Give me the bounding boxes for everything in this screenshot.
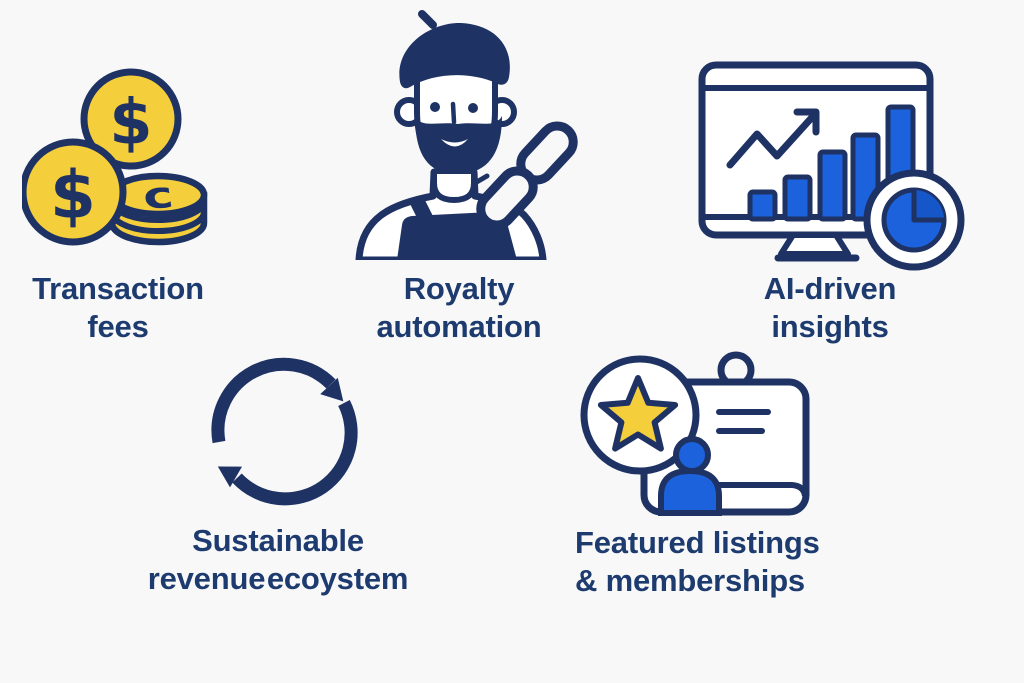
- star-icon: [597, 375, 679, 452]
- label-line-2: revenue ecoystem: [147, 561, 409, 596]
- trend-arrow-icon: [726, 108, 820, 169]
- artisan-chain-icon: [355, 10, 578, 260]
- chain-link-icon: [476, 121, 578, 230]
- beret: [399, 22, 510, 89]
- feature-label: Featured listings & memberships: [575, 524, 905, 600]
- pie-chart-icon: [863, 169, 965, 271]
- card-text-lines: [716, 409, 771, 434]
- svg-text:$: $: [50, 157, 96, 234]
- label-line-1: AI-driven: [763, 271, 897, 306]
- cycle-arrows-icon: [211, 357, 358, 506]
- label-line-2: fees: [87, 309, 149, 344]
- label-line-1: Sustainable: [192, 523, 364, 558]
- svg-text:c: c: [140, 174, 176, 218]
- label-line-2: & memberships: [575, 563, 805, 598]
- label-line-2: insights: [771, 309, 889, 344]
- analytics-monitor-icon: [698, 61, 965, 271]
- feature-label: Royalty automation: [339, 270, 579, 346]
- feature-label: Transaction fees: [0, 270, 236, 346]
- mouth: [441, 139, 468, 147]
- label-line-2: automation: [376, 309, 542, 344]
- feature-label: Sustainable revenue ecoystem: [118, 522, 438, 598]
- svg-text:$: $: [109, 86, 152, 159]
- label-line-1: Featured listings: [575, 525, 820, 560]
- label-line-1: Royalty: [403, 271, 515, 306]
- member-person-icon: [658, 436, 722, 516]
- coins-icon: $ c $: [22, 68, 208, 246]
- label-line-1: Transaction: [32, 271, 204, 306]
- feature-label: AI-driven insights: [710, 270, 950, 346]
- star-badge-card-icon: [580, 351, 810, 516]
